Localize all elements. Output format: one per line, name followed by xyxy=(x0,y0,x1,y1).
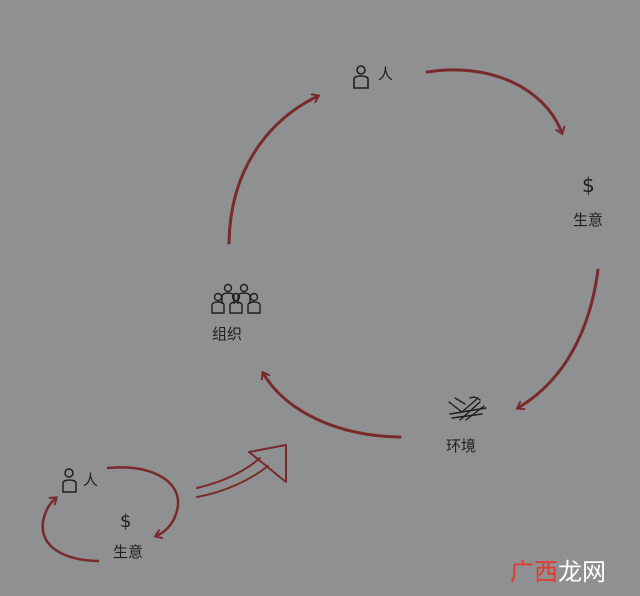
watermark-part1: 广西 xyxy=(510,558,558,586)
business-symbol: $ xyxy=(582,173,595,197)
small-person-label: 人 xyxy=(83,471,99,489)
watermark-part2: 龙网 xyxy=(558,558,606,586)
arrow-organization-to-person xyxy=(227,96,318,245)
person-icon xyxy=(353,65,369,89)
group-icon xyxy=(211,283,261,314)
small-business-symbol: $ xyxy=(120,511,132,532)
person-label: 人 xyxy=(378,65,394,83)
arrow-environment-to-organization xyxy=(263,373,402,439)
small-arrow-person-to-business xyxy=(106,466,180,536)
arrow-business-to-environment xyxy=(518,268,600,408)
small-arrow-business-to-person xyxy=(41,498,100,563)
environment-icon xyxy=(448,396,487,421)
arrow-person-to-business xyxy=(425,68,562,133)
organization-label: 组织 xyxy=(212,325,243,343)
environment-label: 环境 xyxy=(446,437,477,455)
watermark: 广西龙网 xyxy=(510,552,606,587)
small-person-icon xyxy=(62,468,77,493)
small-business-label: 生意 xyxy=(113,543,144,561)
outline-arrow-icon xyxy=(196,444,287,498)
business-label: 生意 xyxy=(573,211,604,229)
